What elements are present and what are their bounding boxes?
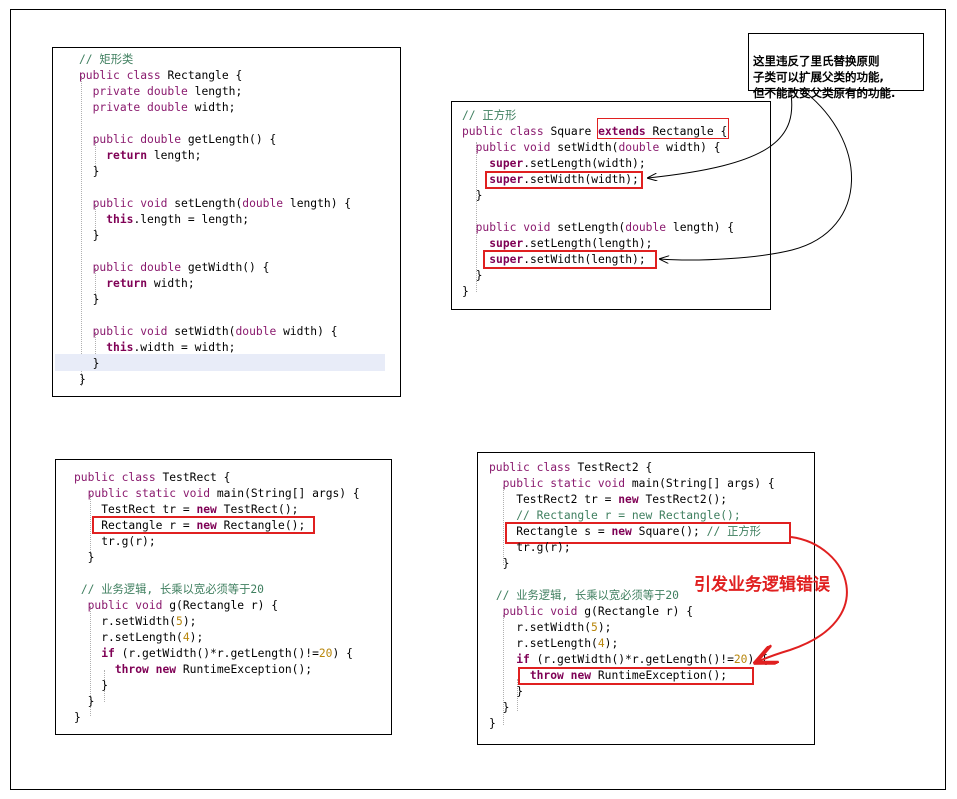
code-line: throw new RuntimeException(); bbox=[114, 663, 313, 676]
code-line: public void g(Rectangle r) { bbox=[502, 605, 694, 618]
code-line: r.setLength(4); bbox=[74, 631, 204, 644]
code-line: if (r.getWidth()*r.getLength()!=20) { bbox=[101, 647, 353, 660]
code-line: } bbox=[74, 711, 81, 724]
code-line: public double getLength() { bbox=[92, 133, 277, 146]
extends-highlight-box bbox=[597, 118, 729, 139]
testrect-code: public class TestRect { public static vo… bbox=[74, 470, 360, 726]
code-line: return width; bbox=[106, 277, 195, 290]
note-line-1: 这里违反了里氏替换原则 bbox=[753, 54, 880, 68]
code-line: r.setWidth(5); bbox=[74, 615, 197, 628]
code-line: // 矩形类 bbox=[79, 53, 134, 66]
code-line: } bbox=[489, 701, 510, 714]
code-line: Rectangle r = new Rectangle(); bbox=[74, 519, 306, 532]
code-line: // 业务逻辑, 长乘以宽必须等于20 bbox=[80, 583, 264, 596]
code-line: super.setWidth(width); bbox=[489, 173, 639, 186]
code-line: // 正方形 bbox=[462, 109, 517, 122]
code-line: super.setWidth(length); bbox=[489, 253, 646, 266]
code-line: public static void main(String[] args) { bbox=[87, 487, 360, 500]
square-setwidth-highlight bbox=[485, 171, 643, 189]
throw-exception-highlight bbox=[518, 667, 754, 685]
code-line: private double length; bbox=[92, 85, 243, 98]
business-logic-error-label: 引发业务逻辑错误 bbox=[694, 575, 830, 595]
code-line: public void setWidth(double width) { bbox=[475, 141, 721, 154]
code-line: this.width = width; bbox=[106, 341, 236, 354]
code-line: } bbox=[489, 717, 496, 730]
error-arrow bbox=[757, 536, 848, 662]
note-arrow-to-setwidth bbox=[648, 87, 793, 178]
code-line: // Rectangle r = new Rectangle(); bbox=[516, 509, 741, 522]
code-line: public class TestRect2 { bbox=[489, 461, 653, 474]
code-line: } bbox=[462, 285, 469, 298]
outer-frame bbox=[10, 9, 946, 790]
code-line: } bbox=[79, 229, 100, 242]
note-arrow-to-setlength bbox=[660, 87, 852, 260]
code-line: } bbox=[489, 557, 510, 570]
code-line: } bbox=[462, 269, 483, 282]
code-line: super.setLength(length); bbox=[489, 237, 653, 250]
code-line: Rectangle s = new Square(); // 正方形 bbox=[489, 525, 761, 538]
rectangle-class-panel: // 矩形类 public class Rectangle { private d… bbox=[52, 47, 401, 397]
code-line: r.setLength(4); bbox=[489, 637, 619, 650]
code-line: this.length = length; bbox=[106, 213, 250, 226]
code-line: } bbox=[489, 685, 524, 698]
code-line: throw new RuntimeException(); bbox=[529, 669, 728, 682]
code-line: public void g(Rectangle r) { bbox=[87, 599, 279, 612]
testrect2-class-panel: public class TestRect2 { public static v… bbox=[477, 452, 815, 745]
note-line-2: 子类可以扩展父类的功能, bbox=[753, 70, 884, 84]
new-square-highlight bbox=[505, 522, 791, 544]
code-line: } bbox=[79, 357, 100, 370]
code-line: public void setLength(double length) { bbox=[475, 221, 735, 234]
code-line: } bbox=[79, 293, 100, 306]
rectangle-code: // 矩形类 public class Rectangle { private d… bbox=[79, 52, 351, 388]
code-line: tr.g(r); bbox=[489, 541, 571, 554]
code-line: // 业务逻辑, 长乘以宽必须等于20 bbox=[495, 589, 679, 602]
code-line: TestRect2 tr = new TestRect2(); bbox=[489, 493, 728, 506]
code-line: } bbox=[79, 373, 86, 386]
code-line: public void setLength(double length) { bbox=[92, 197, 352, 210]
code-line: return length; bbox=[106, 149, 202, 162]
code-line: public double getWidth() { bbox=[92, 261, 270, 274]
code-line: public void setWidth(double width) { bbox=[92, 325, 338, 338]
code-line: } bbox=[74, 679, 109, 692]
note-line-3: 但不能改变父类原有的功能. bbox=[753, 86, 896, 100]
code-line: TestRect tr = new TestRect(); bbox=[74, 503, 299, 516]
testrect-new-rectangle-highlight bbox=[92, 516, 315, 534]
code-line: } bbox=[74, 695, 95, 708]
square-class-panel: // 正方形 public class Square extends Rectan… bbox=[451, 101, 771, 310]
square-code: // 正方形 public class Square extends Rectan… bbox=[462, 108, 734, 300]
code-line: tr.g(r); bbox=[74, 535, 156, 548]
code-line: public class Square extends Rectangle { bbox=[462, 125, 728, 138]
code-line: public static void main(String[] args) { bbox=[502, 477, 775, 490]
square-setlength-highlight bbox=[483, 250, 657, 269]
code-line: } bbox=[79, 165, 100, 178]
code-line: } bbox=[462, 189, 483, 202]
code-line: private double width; bbox=[92, 101, 236, 114]
code-line: r.setWidth(5); bbox=[489, 621, 612, 634]
code-line: public class TestRect { bbox=[74, 471, 231, 484]
lsp-violation-note: 这里违反了里氏替换原则 子类可以扩展父类的功能, 但不能改变父类原有的功能. bbox=[748, 33, 924, 100]
testrect2-code: public class TestRect2 { public static v… bbox=[489, 460, 775, 732]
code-line: super.setLength(width); bbox=[489, 157, 646, 170]
testrect-class-panel: public class TestRect { public static vo… bbox=[55, 459, 392, 735]
code-line: } bbox=[74, 551, 95, 564]
code-line: public class Rectangle { bbox=[79, 69, 243, 82]
